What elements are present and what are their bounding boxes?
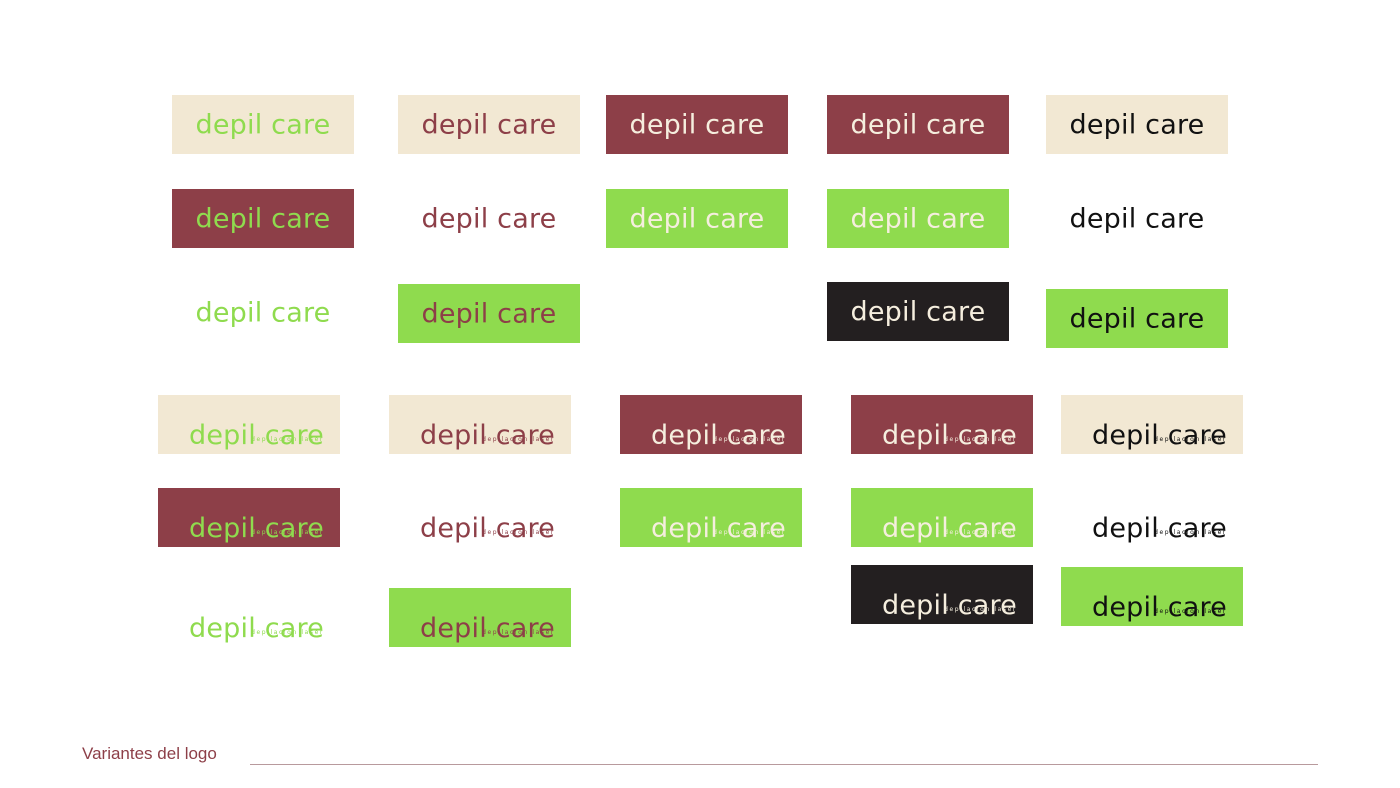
logo-wordmark: depil care bbox=[195, 297, 331, 328]
logo-variant: depil care bbox=[1046, 189, 1228, 248]
logo-wordmark: depil care bbox=[882, 420, 1017, 451]
logo-variant: depil care bbox=[827, 282, 1009, 341]
logo-wordmark: depil care bbox=[421, 203, 557, 234]
logo-wordmark: depil care bbox=[189, 513, 324, 544]
logo-wordmark: depil care bbox=[195, 203, 331, 234]
logo-tagline: depilación laser bbox=[944, 606, 1017, 613]
logo-variant: depil care bbox=[606, 95, 788, 154]
logo-wordmark: depil care bbox=[189, 613, 324, 644]
logo-wordmark: depil care bbox=[1069, 303, 1205, 334]
logo-tagline: depilación laser bbox=[1154, 608, 1227, 615]
logo-tagline: depilación laser bbox=[251, 529, 324, 536]
divider-line bbox=[250, 764, 1318, 765]
logo-wordmark: depil care bbox=[189, 420, 324, 451]
logo-tagline: depilación laser bbox=[251, 436, 324, 443]
logo-variant: depil care bbox=[172, 95, 354, 154]
logo-wordmark: depil care bbox=[1069, 109, 1205, 140]
logo-variant: depil care bbox=[172, 189, 354, 248]
logo-tagline: depilación laser bbox=[1154, 436, 1227, 443]
logo-variant: depil care bbox=[398, 95, 580, 154]
logo-variant: depil care bbox=[1046, 95, 1228, 154]
logo-tagline: depilación laser bbox=[944, 436, 1017, 443]
logo-variant: depil care bbox=[1046, 289, 1228, 348]
logo-variant: depil care bbox=[827, 95, 1009, 154]
logo-wordmark: depil care bbox=[629, 109, 765, 140]
logo-variant: depil care bbox=[606, 189, 788, 248]
logo-wordmark: depil care bbox=[1092, 592, 1227, 623]
logo-wordmark: depil care bbox=[420, 513, 555, 544]
logo-wordmark: depil care bbox=[1092, 513, 1227, 544]
logo-wordmark: depil care bbox=[421, 109, 557, 140]
logo-variant: depil care bbox=[827, 189, 1009, 248]
section-title: Variantes del logo bbox=[82, 744, 217, 763]
logo-wordmark: depil care bbox=[195, 109, 331, 140]
logo-wordmark: depil care bbox=[850, 203, 986, 234]
logo-wordmark: depil care bbox=[629, 203, 765, 234]
logo-tagline: depilación laser bbox=[482, 629, 555, 636]
logo-wordmark: depil care bbox=[882, 590, 1017, 621]
logo-wordmark: depil care bbox=[420, 420, 555, 451]
logo-wordmark: depil care bbox=[421, 298, 557, 329]
logo-wordmark: depil care bbox=[651, 420, 786, 451]
logo-wordmark: depil care bbox=[850, 296, 986, 327]
logo-variant: depil care bbox=[398, 284, 580, 343]
logo-wordmark: depil care bbox=[651, 513, 786, 544]
logo-tagline: depilación laser bbox=[482, 436, 555, 443]
logo-wordmark: depil care bbox=[1092, 420, 1227, 451]
logo-tagline: depilación laser bbox=[251, 629, 324, 636]
logo-wordmark: depil care bbox=[1069, 203, 1205, 234]
logo-tagline: depilación laser bbox=[713, 436, 786, 443]
logo-wordmark: depil care bbox=[420, 613, 555, 644]
logo-variant: depil care bbox=[172, 283, 354, 342]
logo-tagline: depilación laser bbox=[944, 529, 1017, 536]
logo-tagline: depilación laser bbox=[713, 529, 786, 536]
logo-wordmark: depil care bbox=[850, 109, 986, 140]
logo-tagline: depilación laser bbox=[1154, 529, 1227, 536]
logo-tagline: depilación laser bbox=[482, 529, 555, 536]
logo-variant: depil care bbox=[398, 189, 580, 248]
logo-wordmark: depil care bbox=[882, 513, 1017, 544]
